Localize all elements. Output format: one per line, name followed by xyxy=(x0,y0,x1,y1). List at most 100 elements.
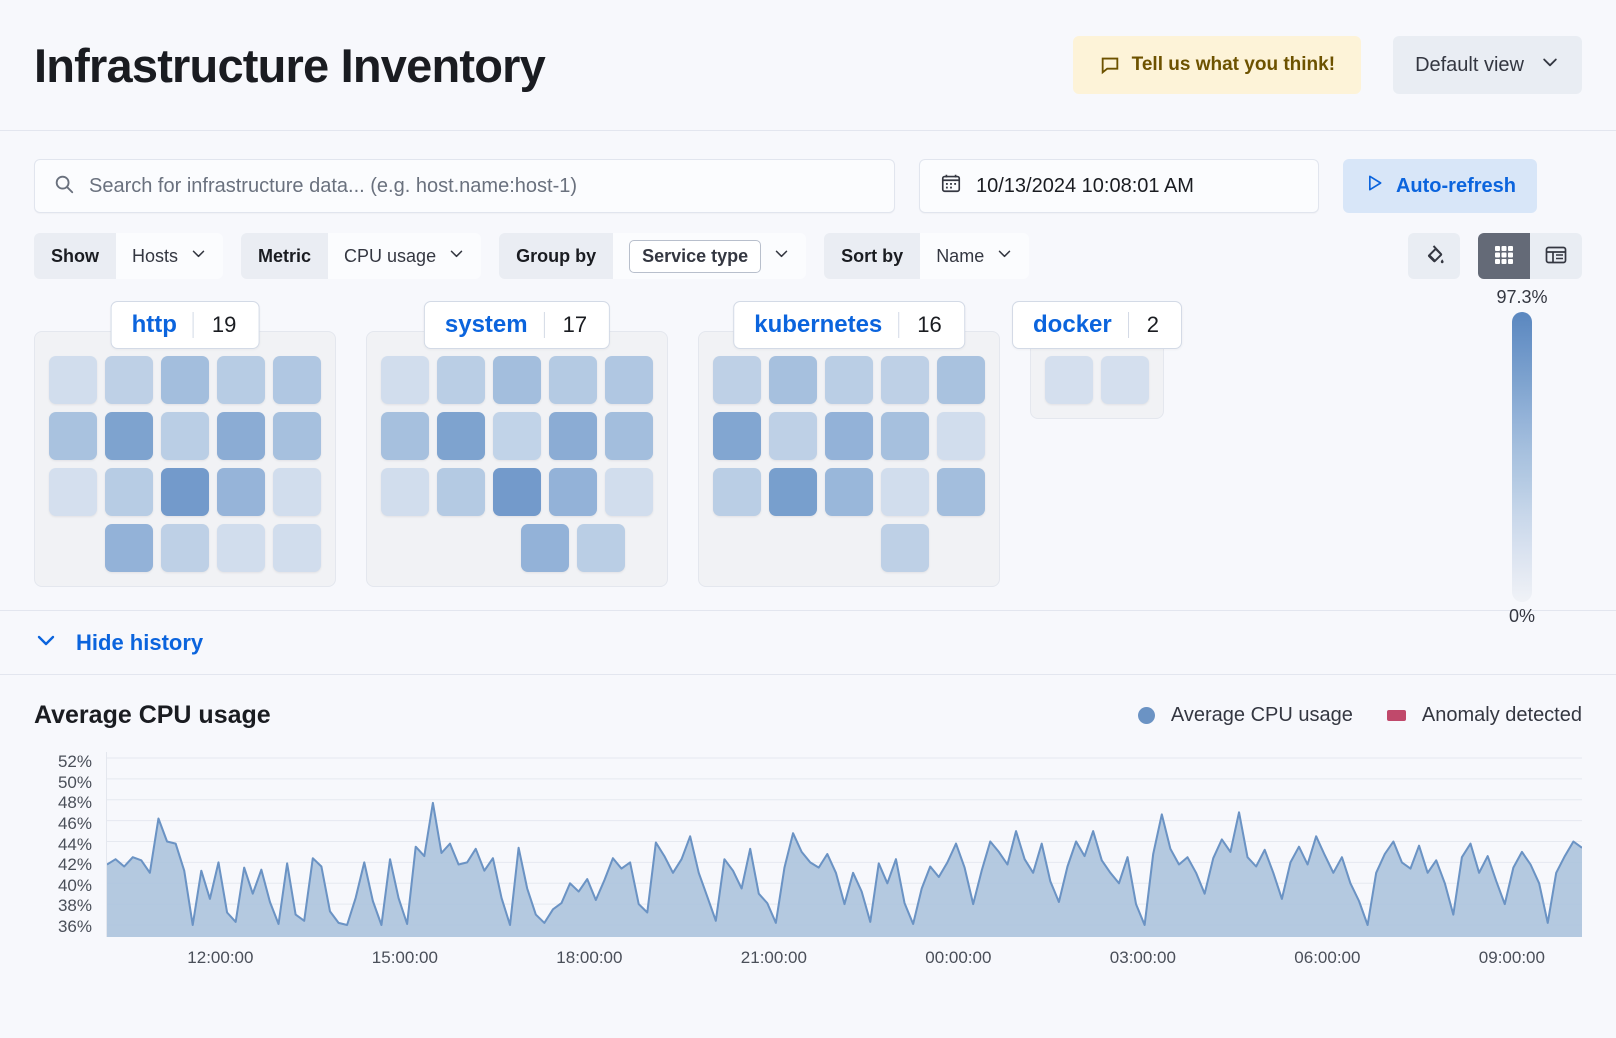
heatmap-cell[interactable] xyxy=(217,524,265,572)
heatmap-cell[interactable] xyxy=(549,412,597,460)
heatmap-row xyxy=(49,412,321,460)
heatmap-cell[interactable] xyxy=(549,468,597,516)
heatmap-cell[interactable] xyxy=(769,356,817,404)
heatmap-cell[interactable] xyxy=(161,412,209,460)
history-chart-panel: Average CPU usage Average CPU usage Anom… xyxy=(0,675,1616,967)
heatmap-cell[interactable] xyxy=(713,356,761,404)
feedback-button[interactable]: Tell us what you think! xyxy=(1072,36,1362,94)
heatmap-cell[interactable] xyxy=(521,524,569,572)
heatmap-row xyxy=(49,356,321,404)
heatmap-cell[interactable] xyxy=(381,356,429,404)
chart-x-tick: 18:00:00 xyxy=(556,948,623,967)
heatmap-cell[interactable] xyxy=(273,356,321,404)
heatmap-cell[interactable] xyxy=(161,468,209,516)
heatmap-cell[interactable] xyxy=(881,412,929,460)
heatmap-cell[interactable] xyxy=(1101,356,1149,404)
heatmap-cell[interactable] xyxy=(49,468,97,516)
heatmap-cell[interactable] xyxy=(937,412,985,460)
heatmap-cell[interactable] xyxy=(769,412,817,460)
heatmap-row xyxy=(381,412,653,460)
filter-show-value[interactable]: Hosts xyxy=(116,233,224,279)
heatmap-cell[interactable] xyxy=(713,468,761,516)
heatmap-cell[interactable] xyxy=(105,524,153,572)
heatmap-cell[interactable] xyxy=(381,412,429,460)
chevron-down-icon xyxy=(34,628,58,658)
heatmap-cell[interactable] xyxy=(217,412,265,460)
heatmap-group-count: 16 xyxy=(917,312,942,337)
heatmap-cell[interactable] xyxy=(105,412,153,460)
heatmap-cell[interactable] xyxy=(437,412,485,460)
heatmap-cell[interactable] xyxy=(493,468,541,516)
heatmap-cell[interactable] xyxy=(769,468,817,516)
heatmap-row xyxy=(713,468,985,516)
legend-item-anomaly-detected[interactable]: Anomaly detected xyxy=(1386,704,1582,727)
heatmap-cell[interactable] xyxy=(161,356,209,404)
heatmap-cell[interactable] xyxy=(49,356,97,404)
heatmap-cell-spacer xyxy=(49,524,97,572)
heatmap-row xyxy=(713,356,985,404)
legend-item-average-cpu-usage[interactable]: Average CPU usage xyxy=(1137,704,1353,727)
grid-view-button[interactable] xyxy=(1478,233,1530,279)
heatmap-cell[interactable] xyxy=(437,356,485,404)
date-picker[interactable]: 10/13/2024 10:08:01 AM xyxy=(919,159,1319,213)
chart-plot[interactable] xyxy=(106,752,1582,937)
heatmap-cell[interactable] xyxy=(273,468,321,516)
heatmap-cell[interactable] xyxy=(937,356,985,404)
chevron-down-icon xyxy=(773,245,790,267)
heatmap-cell[interactable] xyxy=(1045,356,1093,404)
heatmap-cell[interactable] xyxy=(825,412,873,460)
heatmap-cell[interactable] xyxy=(577,524,625,572)
heatmap-cell[interactable] xyxy=(273,524,321,572)
heatmap-row xyxy=(769,524,929,572)
heatmap-cell[interactable] xyxy=(549,356,597,404)
auto-refresh-button[interactable]: Auto-refresh xyxy=(1343,159,1537,213)
heatmap-cell[interactable] xyxy=(881,468,929,516)
feedback-button-label: Tell us what you think! xyxy=(1131,54,1336,75)
filter-metric-value[interactable]: CPU usage xyxy=(328,233,482,279)
heatmap-cell[interactable] xyxy=(605,468,653,516)
chevron-down-icon xyxy=(1540,52,1560,78)
heatmap-cell[interactable] xyxy=(217,468,265,516)
filter-group-by-value[interactable]: Service type xyxy=(613,233,807,279)
heatmap-cell[interactable] xyxy=(881,356,929,404)
heatmap-group-body xyxy=(366,331,668,587)
heatmap-cell[interactable] xyxy=(105,356,153,404)
color-fill-icon-button[interactable] xyxy=(1408,233,1460,279)
filter-sort-by-value[interactable]: Name xyxy=(920,233,1030,279)
heatmap-cell[interactable] xyxy=(217,356,265,404)
filter-show-value-text: Hosts xyxy=(132,245,179,266)
heatmap-cell[interactable] xyxy=(881,524,929,572)
heatmap-cell-spacer xyxy=(769,524,817,572)
chart-header: Average CPU usage Average CPU usage Anom… xyxy=(34,701,1582,730)
legend-marker-square-icon xyxy=(1386,710,1406,721)
filter-row: Show Hosts Metric CPU usage Group by Ser… xyxy=(0,213,1616,279)
heatmap-cell[interactable] xyxy=(605,356,653,404)
heatmap-cell[interactable] xyxy=(713,412,761,460)
heatmap-cell[interactable] xyxy=(605,412,653,460)
heatmap-cell[interactable] xyxy=(273,412,321,460)
heatmap-cell[interactable] xyxy=(825,356,873,404)
heatmap-cell[interactable] xyxy=(493,412,541,460)
hide-history-button[interactable]: Hide history xyxy=(34,628,203,658)
heatmap-cell[interactable] xyxy=(381,468,429,516)
heatmap-group-body xyxy=(698,331,1000,587)
heatmap-cell[interactable] xyxy=(161,524,209,572)
default-view-button[interactable]: Default view xyxy=(1393,36,1582,94)
search-box[interactable] xyxy=(34,159,895,213)
heatmap-cell[interactable] xyxy=(105,468,153,516)
search-input[interactable] xyxy=(89,174,876,198)
heatmap-cell[interactable] xyxy=(937,468,985,516)
heatmap-group-body xyxy=(34,331,336,587)
table-view-button[interactable] xyxy=(1530,233,1582,279)
heatmap-cell[interactable] xyxy=(493,356,541,404)
heatmap-cell[interactable] xyxy=(49,412,97,460)
heatmap-cell[interactable] xyxy=(437,468,485,516)
heatmap-cell[interactable] xyxy=(825,468,873,516)
